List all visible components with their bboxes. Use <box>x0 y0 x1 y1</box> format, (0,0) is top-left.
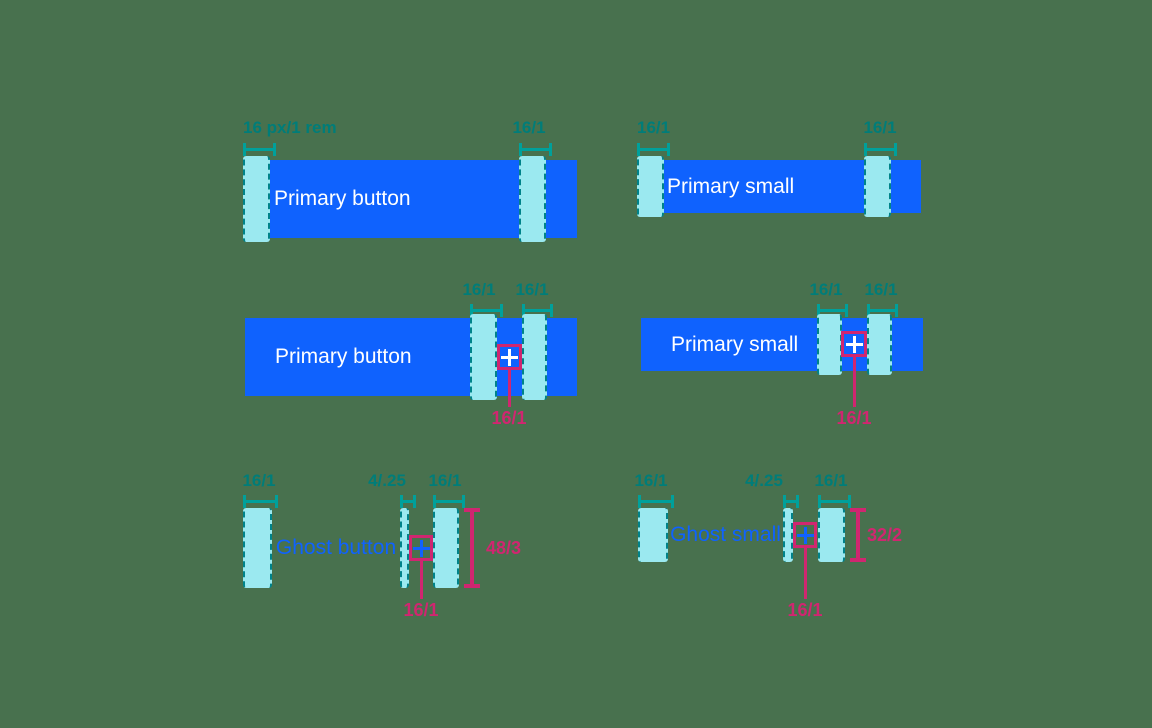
right-padding-annotation: 16/1 <box>864 280 898 299</box>
button-label: Primary button <box>274 187 411 210</box>
icon-size-outline <box>409 535 433 561</box>
height-measure-bracket-icon <box>850 508 866 562</box>
left-padding-overlay <box>243 156 270 242</box>
measure-bracket-icon <box>243 143 276 156</box>
add-icon <box>845 335 863 353</box>
button-label: Primary small <box>667 174 795 198</box>
left-padding-annotation: 16/1 <box>242 471 276 490</box>
measure-bracket-icon <box>637 143 670 156</box>
add-icon <box>412 539 430 557</box>
icon-size-annotation: 16/1 <box>787 600 823 620</box>
ghost-small-spec: 16/1 4/.25 16/1 Ghost small 32/2 16/1 <box>634 470 918 622</box>
callout-line <box>853 357 856 407</box>
right-padding-overlay <box>519 156 546 242</box>
button-label: Ghost button <box>275 536 397 559</box>
right-padding-annotation: 16/1 <box>428 471 462 490</box>
right-padding-annotation: 16/1 <box>512 118 546 137</box>
primary-small-icon-spec: 16/1 16/1 Primary small 16/1 <box>641 280 923 430</box>
left-padding-annotation: 16/1 <box>637 118 671 137</box>
icon-gap-annotation: 4/.25 <box>745 471 783 490</box>
measure-bracket-icon <box>470 304 503 317</box>
button-label: Primary small <box>671 332 799 356</box>
icon-gap-overlay <box>817 314 842 375</box>
icon-size-outline <box>497 344 522 370</box>
right-padding-annotation: 16/1 <box>814 471 848 490</box>
icon-size-annotation: 16/1 <box>403 600 439 620</box>
left-padding-overlay <box>243 508 272 588</box>
ghost-small-button[interactable]: Ghost small <box>668 508 783 562</box>
measure-bracket-icon <box>867 304 898 317</box>
measure-bracket-icon <box>817 304 848 317</box>
measure-bracket-icon <box>522 304 553 317</box>
icon-size-outline <box>841 331 867 357</box>
measure-bracket-icon <box>638 495 674 508</box>
right-padding-overlay <box>522 314 547 400</box>
right-padding-overlay <box>818 508 845 562</box>
icon-size-annotation: 16/1 <box>491 408 527 428</box>
ghost-button[interactable]: Ghost button <box>272 508 400 588</box>
measure-bracket-icon <box>243 495 278 508</box>
icon-gap-overlay <box>470 314 497 400</box>
measure-bracket-icon <box>400 495 416 508</box>
left-padding-annotation: 16/1 <box>634 471 668 490</box>
icon-size-outline <box>793 522 817 548</box>
measure-bracket-icon <box>818 495 851 508</box>
right-padding-annotation: 16/1 <box>863 118 897 137</box>
button-label: Primary button <box>275 345 412 368</box>
ghost-button-spec: 16/1 4/.25 16/1 Ghost button 48/3 16/1 <box>242 470 523 622</box>
right-padding-overlay <box>433 508 459 588</box>
add-icon <box>796 526 814 544</box>
add-icon <box>501 348 518 366</box>
button-height-annotation: 48/3 <box>486 538 522 558</box>
icon-gap-overlay <box>400 508 409 588</box>
left-padding-overlay <box>637 156 664 217</box>
button-height-annotation: 32/2 <box>867 525 903 545</box>
primary-button-icon-spec: 16/1 16/1 Primary button 16/1 <box>245 280 577 430</box>
measure-bracket-icon <box>433 495 465 508</box>
height-measure-bracket-icon <box>464 508 480 588</box>
button-label: Ghost small <box>670 523 781 546</box>
icon-gap-annotation: 16/1 <box>809 280 843 299</box>
right-padding-overlay <box>867 314 892 375</box>
icon-gap-overlay <box>783 508 793 562</box>
callout-line <box>420 561 423 599</box>
primary-button-spec: 16 px/1 rem 16/1 Primary button <box>243 118 577 248</box>
measure-bracket-icon <box>783 495 799 508</box>
icon-gap-annotation: 4/.25 <box>368 471 406 490</box>
callout-line <box>804 548 807 599</box>
icon-size-annotation: 16/1 <box>836 408 872 428</box>
left-padding-overlay <box>638 508 668 562</box>
right-padding-overlay <box>864 156 891 217</box>
callout-line <box>508 370 511 407</box>
measure-bracket-icon <box>519 143 552 156</box>
right-padding-annotation: 16/1 <box>515 280 549 299</box>
primary-small-spec: 16/1 16/1 Primary small <box>637 118 921 228</box>
left-padding-annotation: 16 px/1 rem <box>243 118 337 137</box>
icon-gap-annotation: 16/1 <box>462 280 496 299</box>
measure-bracket-icon <box>864 143 897 156</box>
